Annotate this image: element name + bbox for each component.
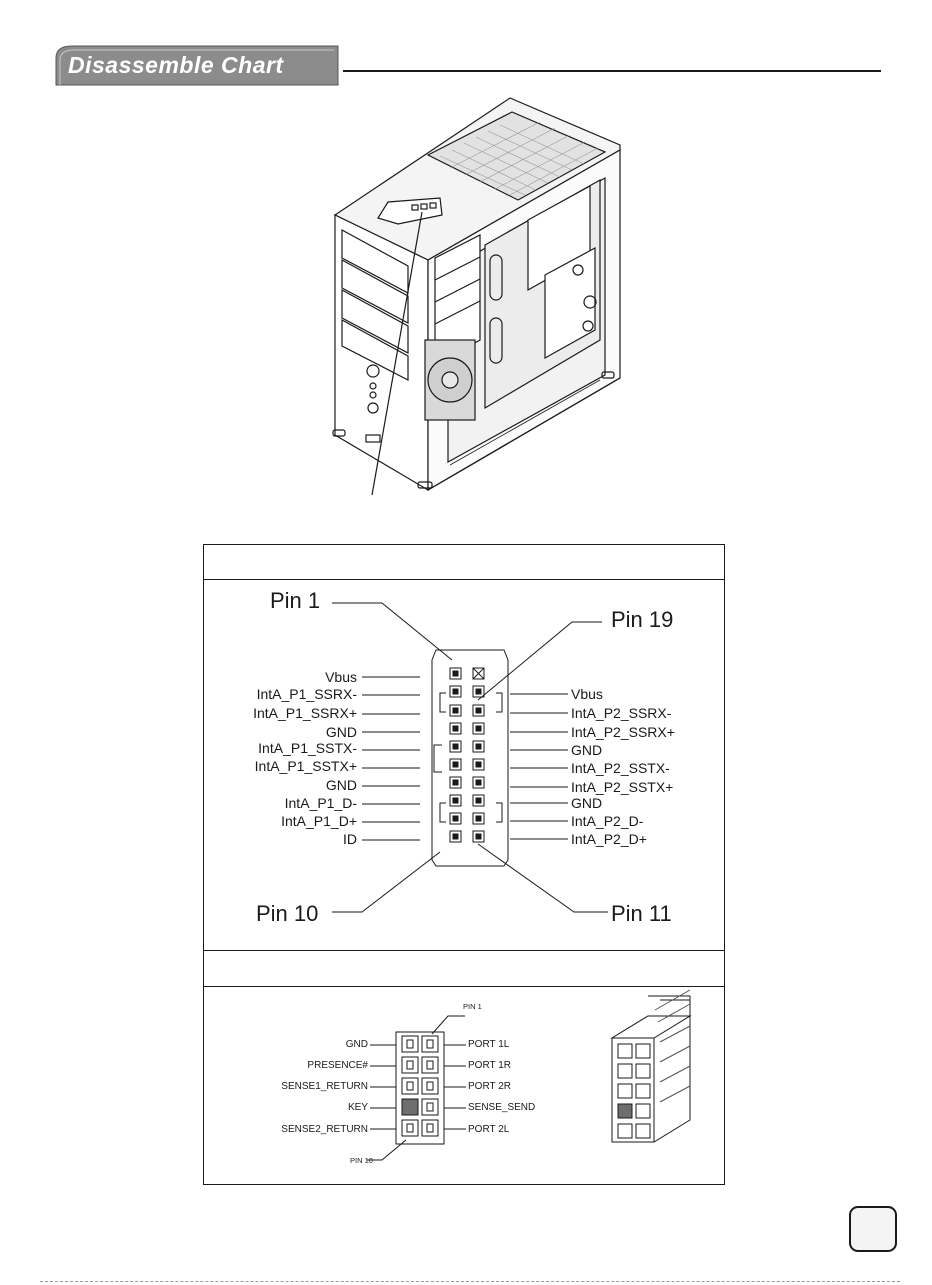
plug-cell	[635, 1063, 651, 1079]
usb3-pin-cell	[472, 758, 485, 771]
usb3-left-signal: IntA_P1_SSRX+	[253, 705, 357, 721]
usb3-right-signal: GND	[571, 742, 603, 758]
usb3-pin-cell	[472, 812, 485, 825]
usb3-pin1-label: Pin 1	[270, 588, 321, 613]
usb3-right-signal: GND	[571, 795, 603, 811]
usb3-pin-cell	[449, 740, 462, 753]
hd-audio-right-signal: PORT 2R	[468, 1081, 511, 1092]
header-tab	[55, 45, 339, 86]
usb3-pin-cell	[472, 740, 485, 753]
hd-audio-title-divider	[204, 986, 725, 987]
hd-audio-right-signal: PORT 1L	[468, 1039, 510, 1050]
usb3-pin-cell	[472, 722, 485, 735]
hd-audio-left-signal: PRESENCE#	[307, 1060, 368, 1071]
hd-audio-pin-cell	[421, 1056, 439, 1074]
usb3-pin-cell	[449, 794, 462, 807]
usb3-pin-cell	[472, 794, 485, 807]
usb3-pin-cell	[449, 830, 462, 843]
usb3-right-signal: IntA_P2_D-	[571, 813, 644, 829]
usb3-right-signal: IntA_P2_SSRX-	[571, 705, 672, 721]
usb3-pin-cell	[449, 704, 462, 717]
usb3-right-signal: IntA_P2_D+	[571, 831, 647, 847]
usb3-pin-cell	[472, 704, 485, 717]
usb3-left-signal: IntA_P1_SSTX-	[258, 740, 357, 756]
hd-audio-pin-cell	[401, 1077, 419, 1095]
usb3-left-signal: Vbus	[325, 669, 357, 685]
usb3-right-signal: Vbus	[571, 686, 603, 702]
usb3-pin-cell	[449, 812, 462, 825]
usb3-right-signal: IntA_P2_SSRX+	[571, 724, 675, 740]
hd-audio-left-signal: SENSE2_RETURN	[281, 1124, 368, 1135]
header-rule	[343, 70, 881, 72]
usb3-pin11-label: Pin 11	[611, 901, 672, 926]
hd-audio-pin-cell	[421, 1077, 439, 1095]
usb3-left-signal: ID	[343, 831, 357, 847]
hd-audio-left-signal: KEY	[347, 1102, 368, 1113]
plug-cell	[617, 1083, 633, 1099]
usb3-pin-cell	[472, 776, 485, 789]
usb3-left-signal: GND	[325, 777, 357, 793]
plug-cell	[617, 1043, 633, 1059]
plug-cell	[617, 1103, 633, 1119]
usb3-pin-cell	[449, 667, 462, 680]
usb3-left-signal: IntA_P1_SSTX+	[254, 758, 357, 774]
usb3-pin-cell	[449, 722, 462, 735]
hd-audio-pin-cell	[401, 1056, 419, 1074]
hd-audio-right-signal: PORT 1R	[468, 1060, 511, 1071]
hd-audio-pin10-label: PIN 10	[350, 1156, 373, 1165]
plug-cell	[617, 1063, 633, 1079]
plug-cell	[635, 1103, 651, 1119]
hd-audio-pin-cell	[401, 1119, 419, 1137]
hd-audio-pin-cell	[421, 1098, 439, 1116]
hd-audio-pin1-label: PIN 1	[463, 1002, 482, 1011]
usb3-left-signal: IntA_P1_SSRX-	[256, 686, 357, 702]
hd-audio-left-signal: GND	[345, 1039, 368, 1050]
usb3-left-signal: GND	[325, 724, 357, 740]
usb3-pin-cell	[449, 758, 462, 771]
plug-cell	[635, 1123, 651, 1139]
usb3-blank-pin-cell	[472, 667, 485, 680]
usb3-pin-cell	[449, 776, 462, 789]
hd-audio-pin-cell	[421, 1035, 439, 1053]
usb3-pin19-label: Pin 19	[611, 607, 674, 632]
hd-audio-pin-cell	[421, 1119, 439, 1137]
usb3-pin-cell	[472, 830, 485, 843]
usb3-pin-cell	[449, 685, 462, 698]
page-bottom-rule	[40, 1281, 900, 1282]
usb3-title-divider	[204, 579, 725, 580]
page-number-badge	[849, 1206, 897, 1252]
plug-cell	[635, 1043, 651, 1059]
hd-audio-left-signal: SENSE1_RETURN	[281, 1081, 368, 1092]
hd-audio-pin-cell	[401, 1035, 419, 1053]
connector-figure-frame	[203, 544, 725, 1185]
plug-cell	[617, 1123, 633, 1139]
hd-audio-right-signal: SENSE_SEND	[468, 1102, 536, 1113]
usb3-left-signal: IntA_P1_D-	[284, 795, 357, 811]
case-illustration	[332, 97, 621, 496]
hd-audio-right-signal: PORT 2L	[468, 1124, 510, 1135]
page-title: Disassemble Chart	[68, 52, 284, 78]
usb3-pin10-label: Pin 10	[256, 901, 319, 926]
usb3-left-signal: IntA_P1_D+	[281, 813, 357, 829]
usb3-right-signal: IntA_P2_SSTX+	[571, 779, 674, 795]
usb3-right-signal: IntA_P2_SSTX-	[571, 760, 670, 776]
usb3-pin-cell	[472, 685, 485, 698]
hd-audio-key-pin	[401, 1098, 419, 1116]
section-divider	[204, 950, 725, 951]
plug-cell	[635, 1083, 651, 1099]
